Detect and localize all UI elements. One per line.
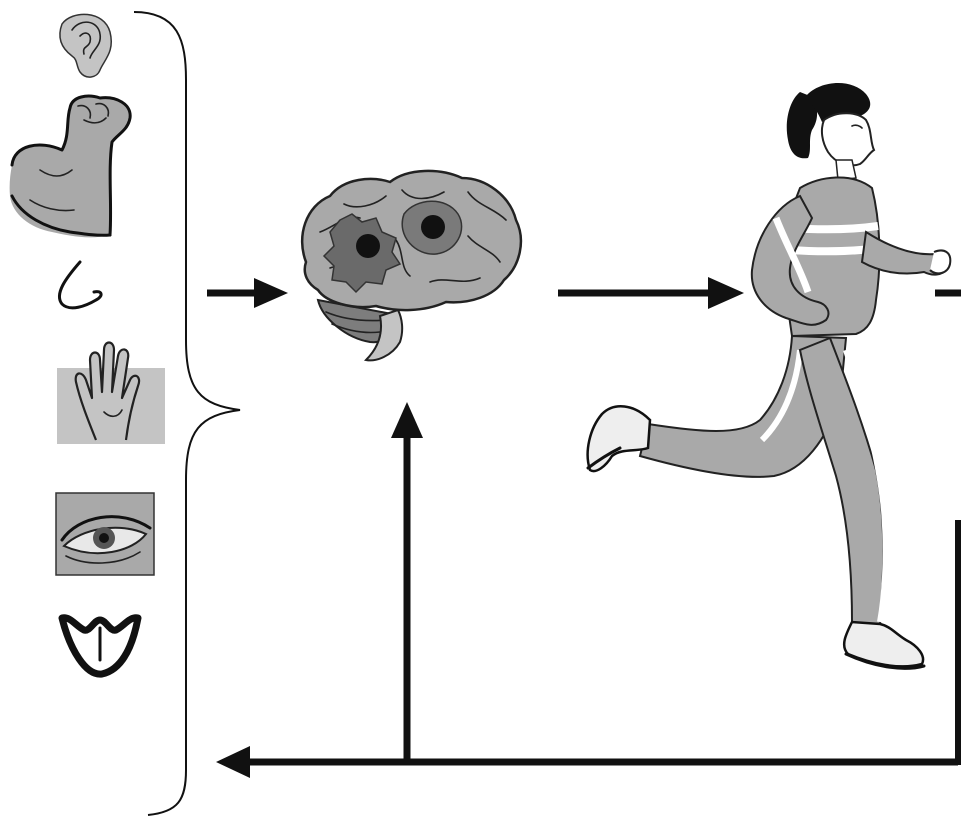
arrow-brain-to-runner <box>558 277 744 309</box>
eye-icon <box>56 493 154 575</box>
nose-icon <box>59 262 101 308</box>
running-woman-icon <box>588 83 951 668</box>
flexed-arm-icon <box>10 96 131 237</box>
ear-icon <box>60 14 111 77</box>
arrow-senses-to-brain <box>207 278 288 308</box>
brain-icon <box>302 171 521 360</box>
tongue-icon <box>62 618 138 674</box>
hand-icon <box>57 343 165 445</box>
